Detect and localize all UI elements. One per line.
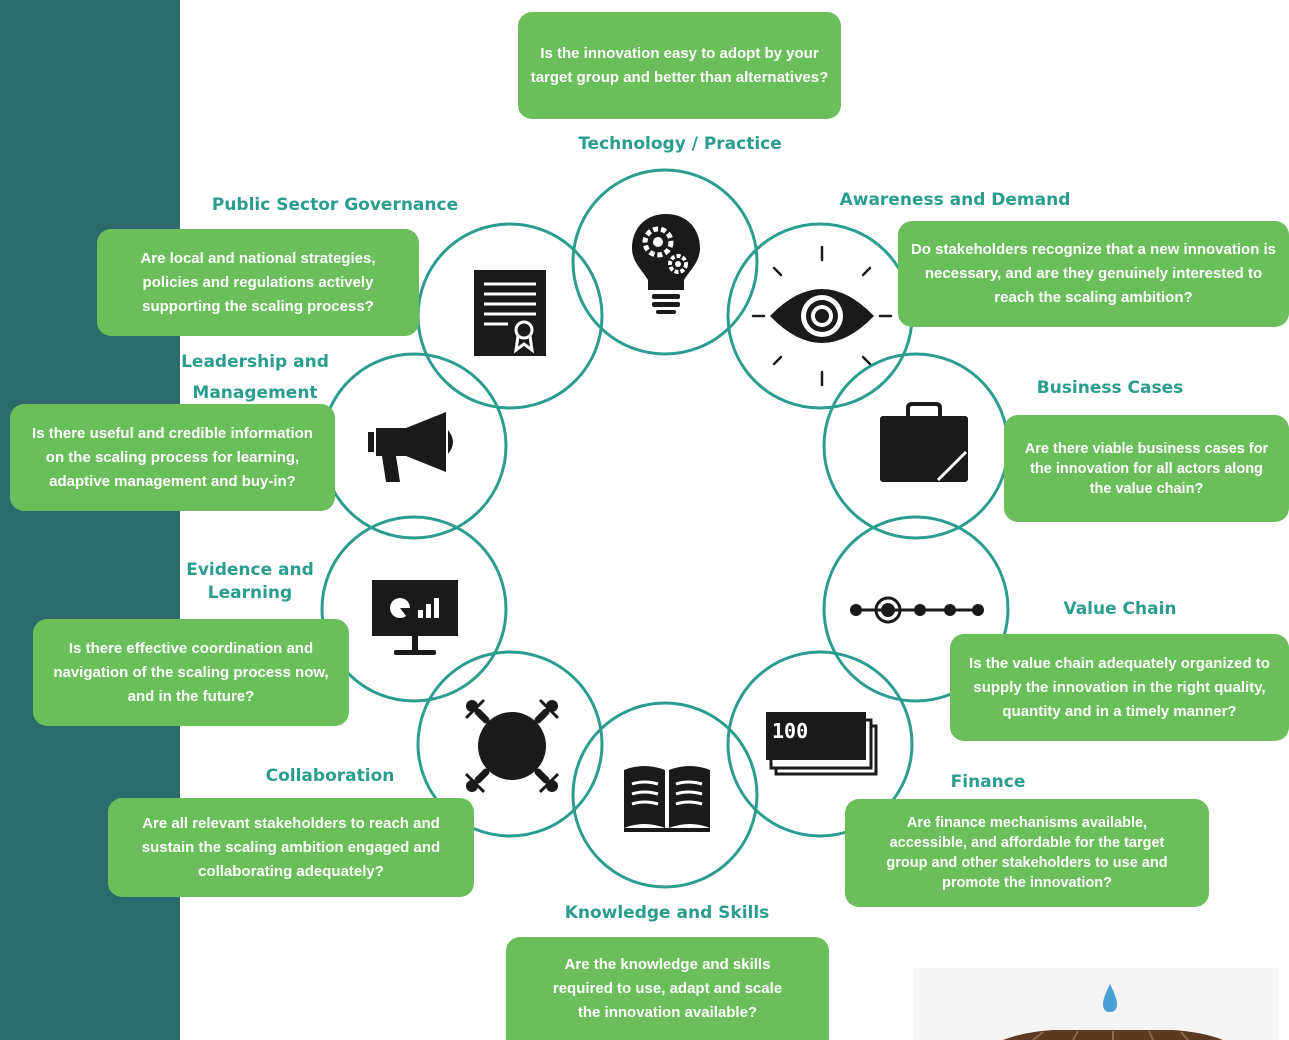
circle-collaboration <box>416 650 604 838</box>
question-value-chain: Is the value chain adequately organized … <box>950 634 1289 741</box>
label-public-sector-governance: Public Sector Governance <box>211 195 459 215</box>
label-finance: Finance <box>950 772 1026 792</box>
briefcase-icon <box>880 402 968 482</box>
water-drop-icon <box>1003 984 1223 1040</box>
water-drop-photo <box>913 968 1279 1040</box>
open-book-icon <box>624 766 710 832</box>
label-evidence-learning: Evidence and Learning <box>186 560 314 603</box>
question-text: Are local and national strategies, polic… <box>140 249 376 315</box>
question-finance: Are finance mechanisms available, access… <box>845 799 1209 907</box>
label-knowledge-skills: Knowledge and Skills <box>564 903 770 923</box>
question-knowledge-skills: Are the knowledge and skills required to… <box>506 937 829 1040</box>
question-text: Is there useful and credible information… <box>32 424 313 490</box>
question-text: Is the innovation easy to adopt by your … <box>530 44 829 86</box>
meeting-table-icon <box>464 698 560 794</box>
banknote-value: 100 <box>772 719 808 743</box>
question-awareness-demand: Do stakeholders recognize that a new inn… <box>898 221 1289 327</box>
banknotes-icon: 100 <box>766 712 878 776</box>
question-business-cases: Are there viable business cases for the … <box>1004 415 1289 522</box>
question-public-sector-governance: Are local and national strategies, polic… <box>97 229 419 336</box>
label-leadership-management: Leadership and Management <box>181 352 329 403</box>
question-collaboration: Are all relevant stakeholders to reach a… <box>108 798 474 897</box>
circle-evidence <box>320 515 508 703</box>
question-text: Is the value chain adequately organized … <box>969 654 1270 720</box>
label-business-cases: Business Cases <box>1036 378 1184 398</box>
circle-finance <box>726 650 914 838</box>
question-evidence-learning: Is there effective coordination and navi… <box>33 619 349 726</box>
question-leadership-management: Is there useful and credible information… <box>10 404 335 511</box>
question-technology-practice: Is the innovation easy to adopt by your … <box>518 12 841 119</box>
question-text: Do stakeholders recognize that a new inn… <box>910 241 1277 306</box>
label-collaboration: Collaboration <box>265 766 395 786</box>
label-awareness-demand: Awareness and Demand <box>839 190 1071 210</box>
label-technology-practice: Technology / Practice <box>578 134 782 154</box>
certificate-document-icon <box>474 270 546 356</box>
megaphone-icon <box>368 412 453 482</box>
value-chain-icon <box>850 596 984 624</box>
circle-technology <box>571 168 759 356</box>
question-text: Are all relevant stakeholders to reach a… <box>141 814 441 880</box>
question-text: Are the knowledge and skills required to… <box>552 955 783 1021</box>
eye-icon <box>751 245 893 387</box>
circle-value-chain <box>822 515 1010 703</box>
lightbulb-gears-icon <box>632 214 700 314</box>
label-value-chain: Value Chain <box>1063 599 1177 619</box>
question-text: Is there effective coordination and navi… <box>53 639 329 705</box>
presentation-board-icon <box>372 580 458 655</box>
question-text: Are finance mechanisms available, access… <box>886 815 1168 891</box>
circle-knowledge <box>571 701 759 889</box>
question-text: Are there viable business cases for the … <box>1024 440 1269 497</box>
